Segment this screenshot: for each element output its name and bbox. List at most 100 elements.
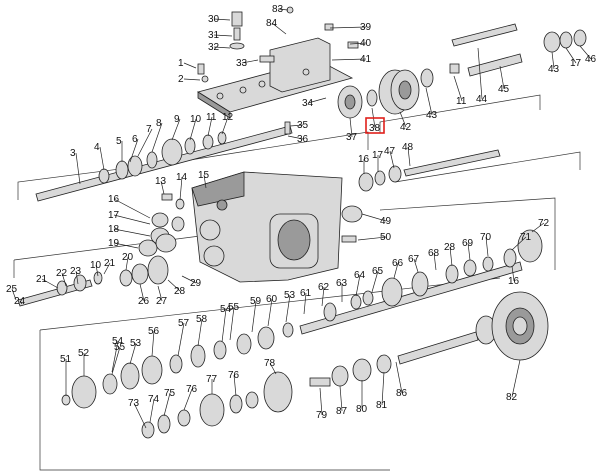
part-label-50[interactable]: 50 — [380, 232, 392, 243]
part-label-77[interactable]: 77 — [206, 374, 218, 385]
part-label-48[interactable]: 48 — [402, 142, 414, 153]
leader-line — [289, 124, 304, 127]
part-label-16c[interactable]: 16 — [508, 276, 520, 287]
part-label-59[interactable]: 59 — [250, 296, 262, 307]
part-label-11b[interactable]: 11 — [206, 112, 217, 123]
part-label-21a[interactable]: 21 — [36, 274, 48, 285]
part-label-18[interactable]: 18 — [108, 224, 120, 235]
part-label-23[interactable]: 23 — [70, 266, 82, 277]
part-label-61[interactable]: 61 — [300, 288, 312, 299]
part-label-9[interactable]: 9 — [174, 114, 180, 125]
part-label-67[interactable]: 67 — [408, 254, 420, 265]
part-label-26[interactable]: 26 — [138, 296, 150, 307]
part-label-54b[interactable]: 54 — [112, 336, 124, 347]
part-label-55a[interactable]: 55 — [228, 302, 240, 313]
part-label-15[interactable]: 15 — [198, 170, 210, 181]
part-label-69[interactable]: 69 — [462, 238, 474, 249]
part-label-54a[interactable]: 54 — [220, 304, 232, 315]
part-label-51[interactable]: 51 — [60, 354, 72, 365]
part-label-29[interactable]: 29 — [190, 278, 202, 289]
part-label-40[interactable]: 40 — [360, 38, 372, 49]
part-label-53b[interactable]: 53 — [130, 338, 142, 349]
part-label-28a[interactable]: 28 — [174, 286, 186, 297]
part-label-20[interactable]: 20 — [122, 252, 134, 263]
part-label-36[interactable]: 36 — [297, 134, 309, 145]
part-label-82[interactable]: 82 — [506, 392, 518, 403]
part-label-5[interactable]: 5 — [116, 136, 122, 147]
part-label-58[interactable]: 58 — [196, 314, 208, 325]
part-label-46[interactable]: 46 — [585, 54, 597, 65]
part-label-42[interactable]: 42 — [400, 122, 412, 133]
part-label-38[interactable]: 38 — [369, 123, 381, 134]
part-label-63[interactable]: 63 — [336, 278, 348, 289]
part-label-19[interactable]: 19 — [108, 238, 120, 249]
part-label-64[interactable]: 64 — [354, 270, 366, 281]
part-label-41[interactable]: 41 — [360, 54, 372, 65]
part-label-80[interactable]: 80 — [356, 404, 368, 415]
part-label-68[interactable]: 68 — [428, 248, 440, 259]
part-label-14[interactable]: 14 — [176, 172, 188, 183]
part-label-75[interactable]: 75 — [164, 388, 176, 399]
part-label-1[interactable]: 1 — [178, 58, 184, 69]
part-label-12[interactable]: 12 — [222, 112, 234, 123]
part-label-60[interactable]: 60 — [266, 294, 278, 305]
part-label-37[interactable]: 37 — [346, 132, 358, 143]
part-label-73[interactable]: 73 — [128, 398, 140, 409]
part-label-8[interactable]: 8 — [156, 118, 162, 129]
part-label-32[interactable]: 32 — [208, 42, 220, 53]
part-label-81[interactable]: 81 — [376, 400, 388, 411]
part-label-84[interactable]: 84 — [266, 18, 278, 29]
part-label-10[interactable]: 10 — [190, 114, 202, 125]
part-label-3[interactable]: 3 — [70, 148, 76, 159]
part-label-11[interactable]: 11 — [456, 96, 467, 107]
part-label-24[interactable]: 24 — [14, 296, 26, 307]
part-label-22[interactable]: 22 — [56, 268, 68, 279]
part-label-6[interactable]: 6 — [132, 134, 138, 145]
part-label-34[interactable]: 34 — [302, 98, 314, 109]
part-label-4[interactable]: 4 — [94, 142, 100, 153]
part-label-21b[interactable]: 21 — [104, 258, 116, 269]
part-label-35[interactable]: 35 — [297, 120, 309, 131]
part-label-16b[interactable]: 16 — [108, 194, 120, 205]
part-label-62[interactable]: 62 — [318, 282, 330, 293]
part-label-27[interactable]: 27 — [156, 296, 168, 307]
part-label-16a[interactable]: 16 — [358, 154, 370, 165]
part-label-57[interactable]: 57 — [178, 318, 190, 329]
part-label-49[interactable]: 49 — [380, 216, 392, 227]
part-label-25[interactable]: 25 — [6, 284, 18, 295]
part-label-74[interactable]: 74 — [148, 394, 160, 405]
part-label-44[interactable]: 44 — [476, 94, 488, 105]
part-label-43a[interactable]: 43 — [426, 110, 438, 121]
part-label-83[interactable]: 83 — [272, 4, 284, 15]
part-label-2[interactable]: 2 — [178, 74, 184, 85]
part-label-17a[interactable]: 17 — [570, 58, 582, 69]
part-label-71[interactable]: 71 — [520, 232, 532, 243]
part-label-79[interactable]: 79 — [316, 410, 328, 421]
part-label-53a[interactable]: 53 — [284, 290, 296, 301]
part-label-76a[interactable]: 76 — [228, 370, 240, 381]
part-label-39[interactable]: 39 — [360, 22, 372, 33]
part-label-43b[interactable]: 43 — [548, 64, 560, 75]
part-label-87[interactable]: 87 — [336, 406, 348, 417]
part-label-76b[interactable]: 76 — [186, 384, 198, 395]
part-label-17b[interactable]: 17 — [372, 150, 384, 161]
part-label-66[interactable]: 66 — [392, 258, 404, 269]
part-label-70[interactable]: 70 — [480, 232, 492, 243]
part-label-17c[interactable]: 17 — [108, 210, 120, 221]
part-label-30[interactable]: 30 — [208, 14, 220, 25]
part-label-45[interactable]: 45 — [498, 84, 510, 95]
part-label-72[interactable]: 72 — [538, 218, 550, 229]
part-label-86[interactable]: 86 — [396, 388, 408, 399]
part-label-55b[interactable]: 55 — [114, 342, 126, 353]
part-label-65[interactable]: 65 — [372, 266, 384, 277]
part-label-10b[interactable]: 10 — [90, 260, 102, 271]
part-label-78[interactable]: 78 — [264, 358, 276, 369]
part-label-28b[interactable]: 28 — [444, 242, 456, 253]
part-label-52[interactable]: 52 — [78, 348, 90, 359]
part-label-56[interactable]: 56 — [148, 326, 160, 337]
part-label-47[interactable]: 47 — [384, 146, 396, 157]
part-label-33[interactable]: 33 — [236, 58, 248, 69]
part-label-7[interactable]: 7 — [146, 124, 152, 135]
part-label-31[interactable]: 31 — [208, 30, 220, 41]
part-label-13[interactable]: 13 — [155, 176, 167, 187]
